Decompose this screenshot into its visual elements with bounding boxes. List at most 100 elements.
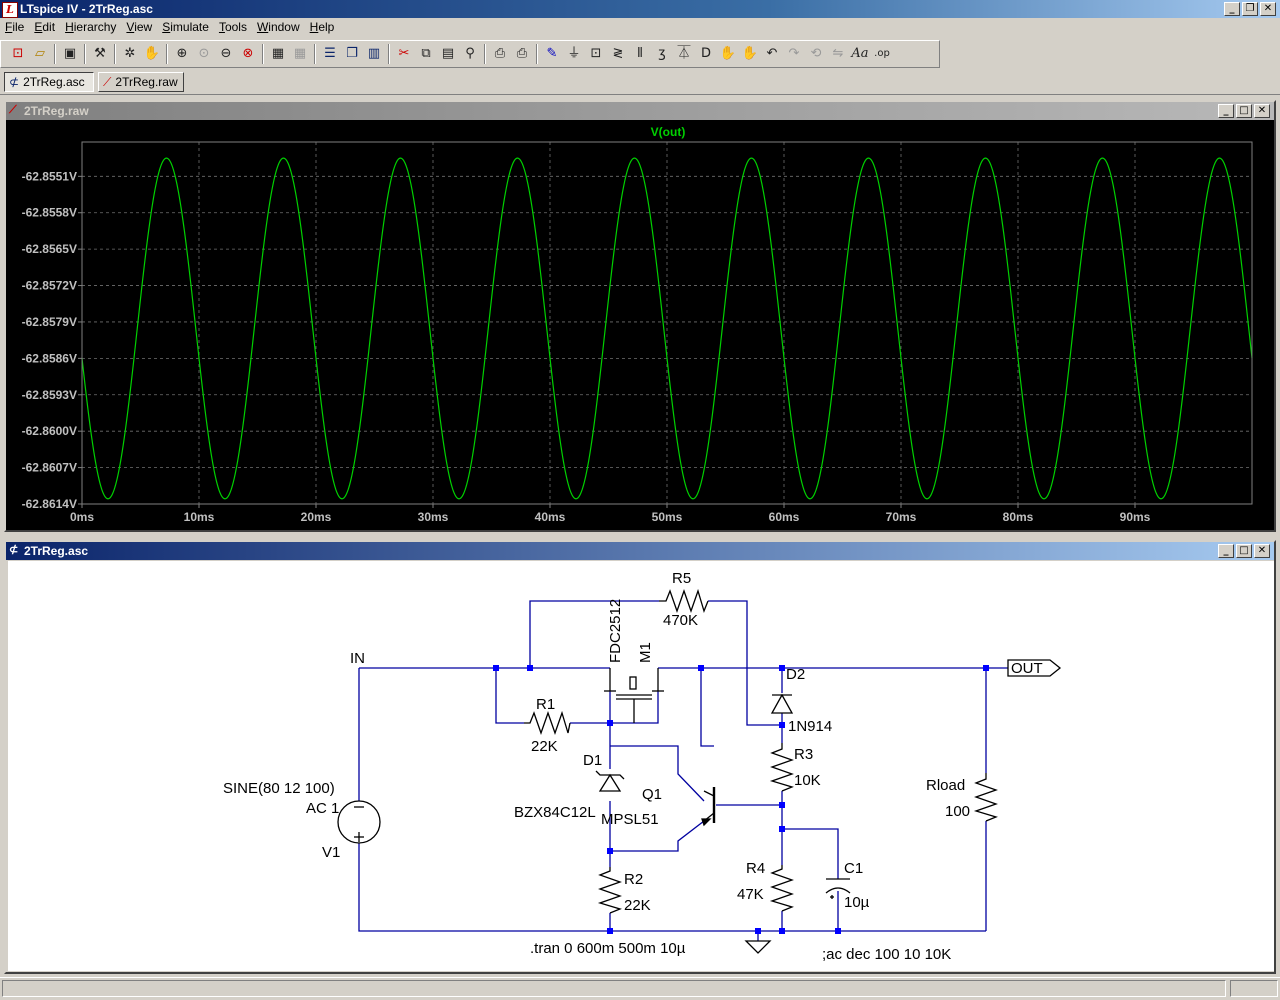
move-icon[interactable]: ✋: [719, 46, 737, 61]
r4-label[interactable]: R4: [746, 860, 765, 877]
rload-label[interactable]: Rload: [926, 777, 965, 794]
r3-label[interactable]: R3: [794, 746, 813, 763]
pan-icon[interactable]: ⊙: [198, 46, 210, 61]
rotate-icon[interactable]: ⟲: [810, 46, 822, 61]
d1-label[interactable]: D1: [583, 752, 602, 769]
d2-model[interactable]: 1N914: [788, 718, 832, 735]
menu-hierarchy[interactable]: Hierarchy: [65, 20, 117, 34]
tab-waveform[interactable]: ⟋ 2TrReg.raw: [98, 72, 184, 92]
d1-model[interactable]: BZX84C12L: [514, 804, 596, 821]
save-icon[interactable]: ▣: [63, 46, 77, 61]
ltspice-icon: L: [2, 2, 18, 18]
v1-label[interactable]: V1: [322, 844, 340, 861]
c1-label[interactable]: C1: [844, 860, 863, 877]
print-icon[interactable]: ⎙: [516, 46, 528, 61]
control-panel-icon[interactable]: ⚒: [94, 46, 106, 61]
r4-value[interactable]: 47K: [737, 886, 764, 903]
spice-directive-icon[interactable]: .op: [874, 48, 890, 59]
document-tabs: ⊄ 2TrReg.asc ⟋ 2TrReg.raw: [0, 70, 1280, 95]
menu-help[interactable]: Help: [309, 20, 335, 34]
new-schematic-icon[interactable]: ⊡: [12, 46, 24, 61]
v1-ac[interactable]: AC 1: [306, 800, 339, 817]
minimize-icon[interactable]: _: [1224, 2, 1240, 16]
m1-model[interactable]: FDC2512: [607, 599, 624, 663]
tran-directive[interactable]: .tran 0 600m 500m 10µ: [530, 940, 686, 957]
run-icon[interactable]: ✲: [124, 46, 136, 61]
r2-value[interactable]: 22K: [624, 897, 651, 914]
tile-vertical-icon[interactable]: ▥: [367, 46, 381, 61]
tile-horizontal-icon[interactable]: ☰: [324, 46, 336, 61]
net-label-out[interactable]: OUT: [1011, 660, 1043, 677]
halt-icon[interactable]: ✋: [143, 46, 161, 61]
minimize-icon[interactable]: _: [1218, 544, 1234, 558]
r1-value[interactable]: 22K: [531, 738, 558, 755]
redo-icon[interactable]: ↷: [788, 46, 800, 61]
r5-value[interactable]: 470K: [663, 612, 698, 629]
close-icon[interactable]: ✕: [1254, 544, 1270, 558]
copy-icon[interactable]: ⧉: [421, 46, 431, 61]
waveform-plot[interactable]: V(out) -62.8551V-62.8558V-62.8565V-62.85…: [6, 120, 1274, 530]
text-icon[interactable]: Aa: [851, 46, 869, 61]
q1-label[interactable]: Q1: [642, 786, 662, 803]
schematic-window[interactable]: ⊄ 2TrReg.asc _ □ ✕: [4, 540, 1276, 974]
resistor-icon[interactable]: ≷: [612, 46, 624, 61]
r1-label[interactable]: R1: [536, 696, 555, 713]
autorange-icon[interactable]: ▦: [271, 46, 285, 61]
m1-label[interactable]: M1: [637, 642, 654, 663]
trace-label[interactable]: V(out): [651, 125, 686, 139]
r2-label[interactable]: R2: [624, 871, 643, 888]
cut-icon[interactable]: ✂: [398, 46, 410, 61]
schematic-canvas[interactable]: IN OUT R5 470K FDC2512 M1 D2 1N914 R1 22…: [8, 561, 1274, 971]
paste-icon[interactable]: ▤: [441, 46, 455, 61]
undo-icon[interactable]: ↶: [766, 46, 778, 61]
rload-resistor: [973, 773, 998, 822]
close-icon[interactable]: ✕: [1254, 104, 1270, 118]
menu-file[interactable]: File: [5, 20, 25, 34]
status-bar: [0, 977, 1280, 999]
inductor-icon[interactable]: ʒ: [658, 46, 666, 61]
c1-value[interactable]: 10µ: [844, 894, 870, 911]
plot-frame: [81, 141, 1253, 505]
label-net-icon[interactable]: ⊡: [590, 46, 602, 61]
maximize-icon[interactable]: □: [1236, 104, 1252, 118]
menu-edit[interactable]: Edit: [34, 20, 56, 34]
cascade-icon[interactable]: ❐: [346, 46, 358, 61]
waveform-window-caption[interactable]: ⟋ 2TrReg.raw _ □ ✕: [6, 102, 1274, 120]
zoom-out-icon[interactable]: ⊖: [220, 46, 232, 61]
menu-bar: File Edit Hierarchy View Simulate Tools Window…: [0, 19, 1280, 37]
x-tick-label: 80ms: [1003, 510, 1034, 524]
open-icon[interactable]: ▱: [35, 46, 45, 61]
schematic-icon: ⊄: [9, 544, 19, 556]
drag-icon[interactable]: ✋: [741, 46, 759, 61]
rload-value[interactable]: 100: [945, 803, 970, 820]
tab-schematic[interactable]: ⊄ 2TrReg.asc: [4, 72, 94, 92]
minimize-icon[interactable]: _: [1218, 104, 1234, 118]
print-setup-icon[interactable]: ⎙: [494, 46, 506, 61]
waveform-window[interactable]: ⟋ 2TrReg.raw _ □ ✕ V(out) -62.8551V-62.8…: [4, 100, 1276, 532]
r3-value[interactable]: 10K: [794, 772, 821, 789]
zoom-cancel-icon[interactable]: ⊗: [242, 46, 254, 61]
ground-icon[interactable]: ⏚: [567, 46, 581, 61]
q1-model[interactable]: MPSL51: [601, 811, 659, 828]
close-icon[interactable]: ✕: [1260, 2, 1276, 16]
restore-icon[interactable]: ❐: [1242, 2, 1258, 16]
menu-view[interactable]: View: [126, 20, 153, 34]
r5-label[interactable]: R5: [672, 570, 691, 587]
menu-tools[interactable]: Tools: [218, 20, 247, 34]
d2-label[interactable]: D2: [786, 666, 805, 683]
component-icon[interactable]: ᗞ: [700, 46, 711, 61]
ac-directive[interactable]: ;ac dec 100 10 10K: [822, 946, 951, 963]
maximize-icon[interactable]: □: [1236, 544, 1252, 558]
grid-icon[interactable]: ▦: [293, 46, 307, 61]
v1-sine[interactable]: SINE(80 12 100): [223, 780, 335, 797]
find-icon[interactable]: ⚲: [465, 46, 475, 61]
menu-simulate[interactable]: Simulate: [162, 20, 209, 34]
wire-icon[interactable]: ✎: [546, 46, 558, 61]
zoom-in-icon[interactable]: ⊕: [176, 46, 188, 61]
net-label-in[interactable]: IN: [350, 650, 365, 667]
menu-window[interactable]: Window: [256, 20, 300, 34]
capacitor-icon[interactable]: ⫴: [637, 46, 643, 61]
mirror-icon[interactable]: ⇋: [832, 46, 844, 61]
schematic-window-caption[interactable]: ⊄ 2TrReg.asc _ □ ✕: [6, 542, 1274, 560]
diode-icon[interactable]: ⏄: [677, 46, 691, 61]
